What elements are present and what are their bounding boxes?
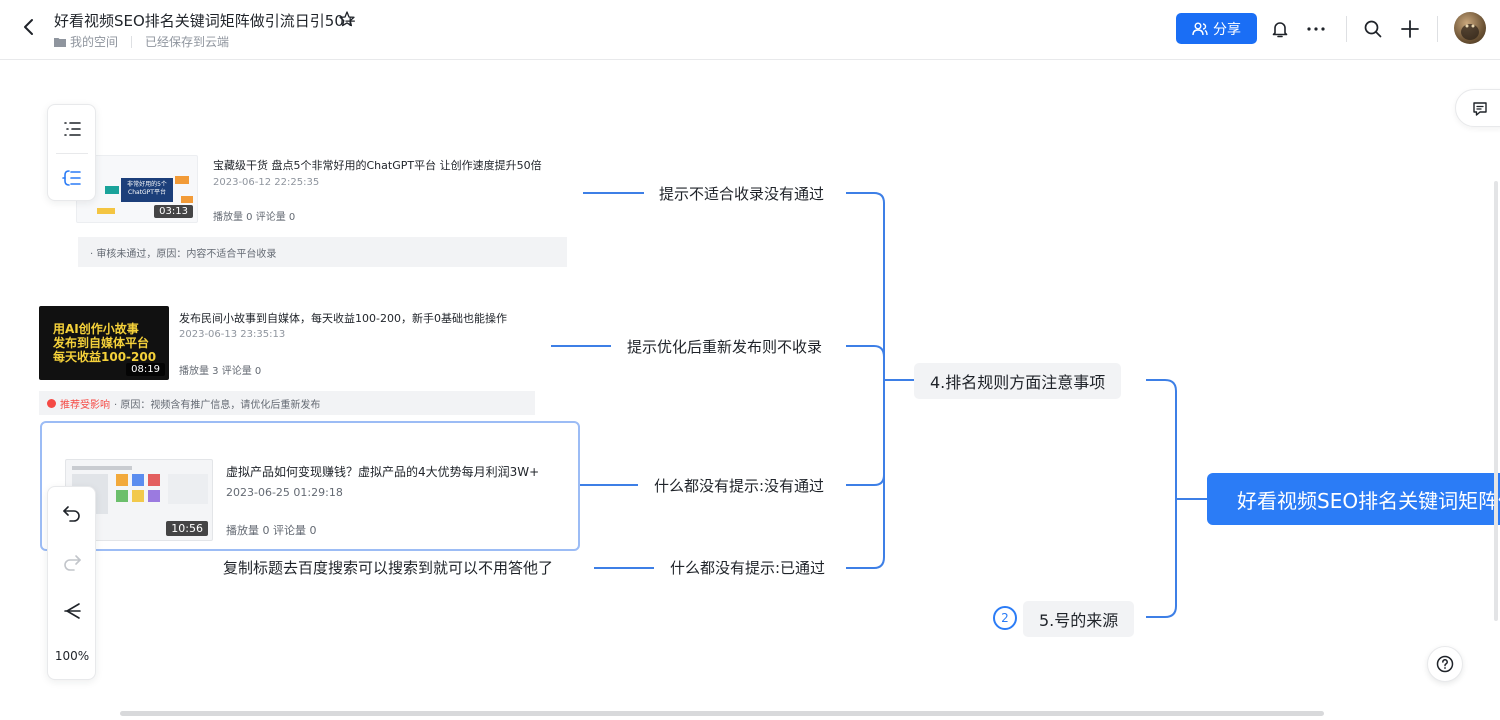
- share-button[interactable]: 分享: [1176, 13, 1257, 44]
- folder-icon: [54, 37, 66, 47]
- video-duration: 08:19: [126, 363, 165, 376]
- avatar[interactable]: [1454, 12, 1486, 44]
- thumbnail-caption: 非常好用的5个ChatGPT平台: [121, 178, 173, 202]
- fit-view-icon: [64, 603, 81, 619]
- video-date: 2023-06-13 23:35:13: [179, 329, 286, 340]
- video-date: 2023-06-25 01:29:18: [226, 486, 343, 499]
- video-duration: 03:13: [154, 205, 193, 218]
- warning-icon: [47, 398, 56, 408]
- redo-button[interactable]: [48, 538, 96, 586]
- structure-icon: [62, 170, 81, 186]
- collapsed-count-badge[interactable]: 2: [993, 606, 1017, 630]
- horizontal-scrollbar[interactable]: [120, 711, 1324, 716]
- toolbar-divider: [1437, 16, 1438, 42]
- bell-icon[interactable]: [1269, 18, 1291, 40]
- video-thumbnail: 用AI创作小故事 发布到自媒体平台 每天收益100-200 08:19: [39, 306, 169, 380]
- vertical-scrollbar[interactable]: [1494, 181, 1498, 621]
- branch-ranking-rules[interactable]: 4.排名规则方面注意事项: [914, 363, 1122, 399]
- document-title[interactable]: 好看视频SEO排名关键词矩阵做引流日引50+: [54, 12, 357, 30]
- save-status: 已经保存到云端: [145, 35, 230, 49]
- search-icon[interactable]: [1362, 18, 1384, 40]
- help-icon: [1436, 655, 1454, 673]
- leaf-not-indexed[interactable]: 提示不适合收录没有通过: [659, 185, 825, 203]
- video-date: 2023-06-12 22:25:35: [213, 177, 320, 188]
- video-title: 宝藏级干货 盘点5个非常好用的ChatGPT平台 让创作速度提升50倍: [213, 159, 542, 172]
- back-arrow-icon[interactable]: [18, 16, 40, 38]
- video-title: 虚拟产品如何变现赚钱？虚拟产品的4大优势每月利润3W+: [226, 465, 540, 479]
- top-bar: 好看视频SEO排名关键词矩阵做引流日引50+ 我的空间 已经保存到云端 分享: [0, 0, 1500, 60]
- help-button[interactable]: [1427, 646, 1463, 682]
- toolbar-divider: [1346, 16, 1347, 42]
- undo-button[interactable]: [48, 489, 96, 537]
- video-stats: 播放量 0 评论量 0: [226, 524, 317, 537]
- video-card-2[interactable]: 用AI创作小故事 发布到自媒体平台 每天收益100-200 08:19 发布民间…: [39, 305, 535, 417]
- video-stats: 播放量 0 评论量 0: [213, 212, 296, 223]
- thumbnail-line-3: 每天收益100-200: [53, 350, 157, 364]
- leaf-republish-not-indexed[interactable]: 提示优化后重新发布则不收录: [627, 338, 823, 356]
- video-thumbnail: 非常好用的5个ChatGPT平台 03:13: [76, 155, 198, 223]
- list-icon: [64, 122, 81, 136]
- review-tag: 推荐受影响: [60, 399, 110, 411]
- review-reason: · 原因：视频含有推广信息，请优化后重新发布: [114, 399, 321, 411]
- undo-icon: [63, 506, 80, 522]
- thumbnail-line-1: 用AI创作小故事: [53, 322, 139, 336]
- connector-lines: [551, 192, 1207, 618]
- mindmap-structure-button[interactable]: [48, 154, 96, 202]
- share-label: 分享: [1213, 21, 1241, 38]
- outline-button[interactable]: [48, 105, 96, 153]
- review-note: 推荐受影响 · 原因：视频含有推广信息，请优化后重新发布: [39, 391, 535, 415]
- breadcrumb-space[interactable]: 我的空间: [70, 35, 119, 49]
- video-stats: 播放量 3 评论量 0: [179, 366, 262, 377]
- leaf-no-prompt-failed[interactable]: 什么都没有提示:没有通过: [654, 477, 825, 495]
- star-icon[interactable]: [338, 10, 356, 28]
- comment-button[interactable]: [1455, 89, 1500, 127]
- plus-icon[interactable]: [1399, 18, 1421, 40]
- sub-leaf-baidu-search[interactable]: 复制标题去百度搜索可以搜索到就可以不用答他了: [223, 559, 554, 577]
- users-icon: [1192, 22, 1208, 35]
- video-title: 发布民间小故事到自媒体，每天收益100-200，新手0基础也能操作: [179, 312, 507, 325]
- redo-icon: [64, 555, 81, 571]
- branch-account-source[interactable]: 5.号的来源: [1023, 601, 1135, 637]
- review-note: · 审核未通过，原因：内容不适合平台收录: [78, 237, 567, 267]
- history-tool-panel: 100%: [47, 486, 96, 680]
- outline-tool-panel: [47, 104, 96, 201]
- zoom-level[interactable]: 100%: [54, 649, 90, 663]
- mindmap-root-node[interactable]: 好看视频SEO排名关键词矩阵做引流日引50+: [1207, 473, 1500, 525]
- leaf-no-prompt-passed[interactable]: 什么都没有提示:已通过: [670, 559, 826, 577]
- mindmap-canvas[interactable]: 好看视频SEO排名关键词矩阵做引流日引50+ 4.排名规则方面注意事项 5.号的…: [0, 61, 1500, 720]
- video-card-1[interactable]: 非常好用的5个ChatGPT平台 03:13 宝藏级干货 盘点5个非常好用的Ch…: [64, 149, 582, 269]
- more-icon[interactable]: [1305, 18, 1327, 40]
- breadcrumb-separator: [131, 35, 133, 48]
- fit-layout-button[interactable]: [48, 587, 96, 635]
- comment-icon: [1473, 102, 1487, 116]
- breadcrumb: 我的空间 已经保存到云端: [54, 33, 229, 50]
- thumbnail-line-2: 发布到自媒体平台: [53, 336, 150, 350]
- video-duration: 10:56: [166, 521, 208, 536]
- video-card-3[interactable]: 10:56 虚拟产品如何变现赚钱？虚拟产品的4大优势每月利润3W+ 2023-0…: [40, 421, 580, 551]
